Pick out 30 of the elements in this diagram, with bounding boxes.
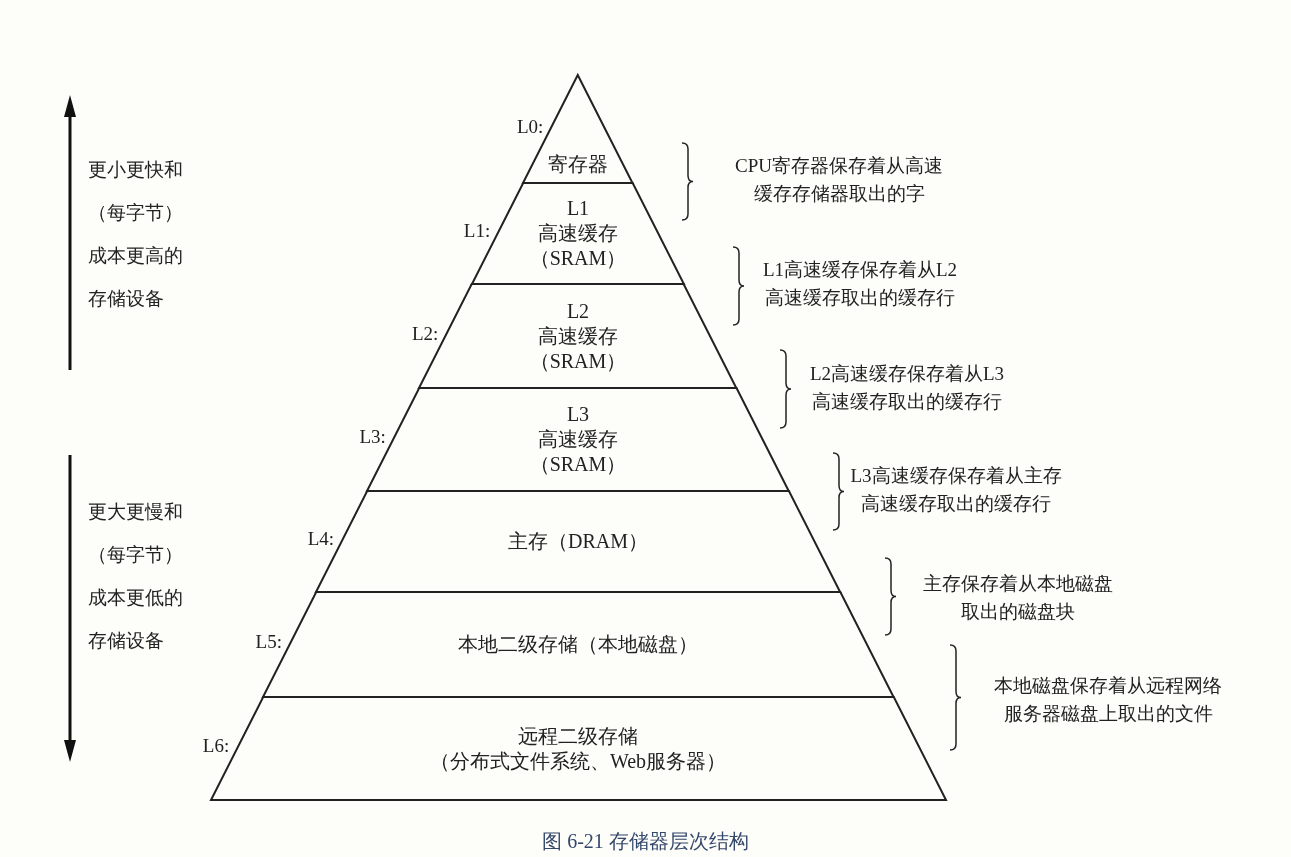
brace-note: 主存保存着从本地磁盘取出的磁盘块: [922, 572, 1114, 624]
level-label: L5:: [255, 631, 282, 654]
layer-text: 本地二级存储（本地磁盘）: [458, 632, 698, 657]
layer-text: 高速缓存: [538, 221, 618, 246]
level-label: L1:: [463, 220, 491, 243]
layer-text: （SRAM）: [529, 348, 627, 374]
layer-text: （SRAM）: [529, 246, 627, 271]
layer-text: 寄存器: [548, 152, 608, 177]
side-note: 更大更慢和（每字节）成本更低的存储设备: [88, 500, 184, 653]
layer-text: L1: [566, 196, 590, 221]
layer-text: 高速缓存: [538, 323, 618, 349]
layer-text: L2: [566, 298, 590, 324]
figure-caption: 图 6-21 存储器层次结构: [541, 829, 750, 854]
brace-note: CPU寄存器保存着从高速缓存存储器取出的字: [734, 154, 944, 206]
brace-note: L1高速缓存保存着从L2高速缓存取出的缓存行: [761, 258, 959, 310]
level-label: L4:: [307, 528, 335, 551]
layer-text: （分布式文件系统、Web服务器）: [429, 748, 727, 774]
layer-text: 主存（DRAM）: [507, 529, 648, 554]
layer-text: L3: [566, 402, 590, 427]
level-label: L2:: [411, 322, 439, 345]
brace-note: 本地磁盘保存着从远程网络服务器磁盘上取出的文件: [993, 674, 1223, 726]
side-note: 更小更快和（每字节）成本更高的存储设备: [88, 158, 184, 311]
brace-note: L3高速缓存保存着从主存高速缓存取出的缓存行: [849, 464, 1063, 516]
level-label: L0:: [516, 115, 544, 138]
layer-text: 远程二级存储: [518, 723, 638, 749]
brace-note: L2高速缓存保存着从L3高速缓存取出的缓存行: [808, 362, 1006, 414]
layer-text: 高速缓存: [538, 427, 618, 452]
level-label: L6:: [202, 735, 230, 758]
layer-text: （SRAM）: [529, 452, 627, 477]
level-label: L3:: [359, 426, 386, 449]
